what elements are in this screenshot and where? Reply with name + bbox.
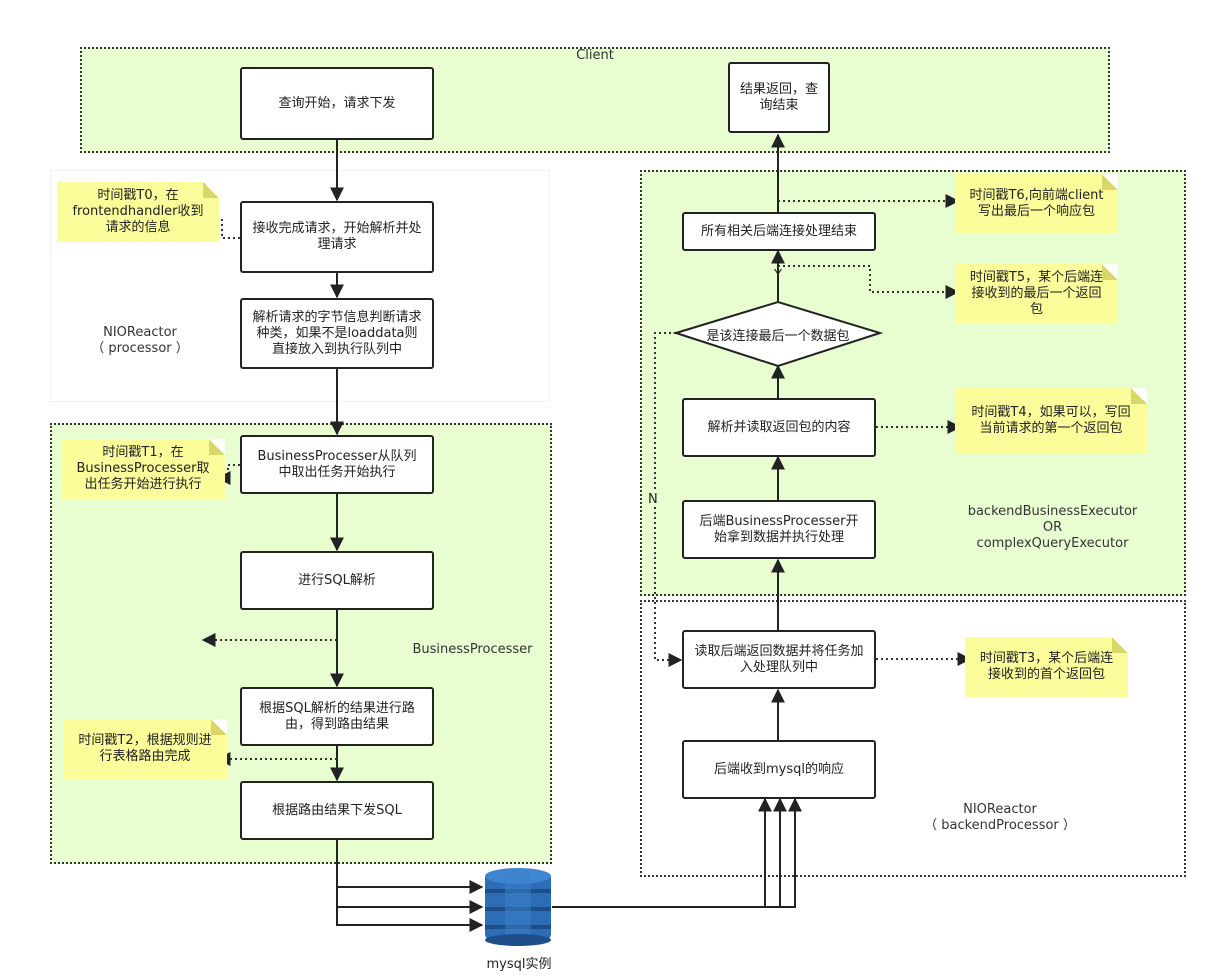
- nioreactor-processor-label: NIOReactor （ processor ）: [91, 325, 189, 356]
- note-t6: 时间戳T6,向前端client写出最后一个响应包: [955, 174, 1118, 234]
- nioreactor-processor-region: [50, 170, 550, 402]
- take-task-box: BusinessProcesser从队列中取出任务开始执行: [240, 435, 434, 494]
- mysql-db-label: mysql实例: [486, 957, 552, 972]
- sql-parse-box: 进行SQL解析: [240, 551, 434, 610]
- note-t5: 时间戳T5，某个后端连接收到的最后一个返回包: [955, 264, 1118, 323]
- backend-executor-label: backendBusinessExecutor OR complexQueryE…: [967, 504, 1138, 551]
- send-sql-box: 根据路由结果下发SQL: [240, 781, 434, 840]
- dotted-t5: [778, 265, 960, 299]
- all-backend-done-box: 所有相关后端连接处理结束: [682, 212, 876, 251]
- note-t2: 时间戳T2，根据规则进行表格路由完成: [63, 719, 227, 779]
- backend-receive-box: 后端收到mysql的响应: [682, 740, 876, 799]
- note-t2-text: 时间戳T2，根据规则进行表格路由完成: [78, 733, 212, 764]
- note-t1-text: 时间戳T1，在BusinessProcesser取出任务开始进行执行: [76, 445, 210, 492]
- note-t5-text: 时间戳T5，某个后端连接收到的最后一个返回包: [969, 269, 1104, 317]
- decision-diamond: [672, 300, 884, 368]
- receive-request-box: 接收完成请求，开始解析并处理请求: [240, 201, 434, 273]
- is-last-packet-label: 是该连接最后一个数据包: [706, 329, 850, 344]
- note-t4: 时间戳T4，如果可以，写回当前请求的第一个返回包: [955, 388, 1147, 454]
- note-t6-text: 时间戳T6,向前端client写出最后一个响应包: [969, 188, 1104, 219]
- edge-label-yes: Y: [774, 268, 782, 283]
- dotted-no-loop: [654, 332, 683, 667]
- nioreactor-backend-region: [640, 600, 1186, 877]
- client-region-label: Client: [576, 48, 614, 63]
- result-return-box: 结果返回，查询结束: [728, 62, 830, 133]
- parse-request-box: 解析请求的字节信息判断请求种类，如果不是loaddata则直接放入到执行队列中: [240, 298, 434, 369]
- nioreactor-backend-label: NIOReactor （ backendProcessor ）: [924, 802, 1076, 833]
- note-t3: 时间戳T3，某个后端连接收到的首个返回包: [965, 637, 1128, 697]
- edge-db-backend-3: [552, 797, 802, 908]
- edge-label-no: N: [648, 492, 658, 507]
- note-t0: 时间戳T0，在frontendhandler收到请求的信息: [57, 182, 219, 242]
- route-box: 根据SQL解析的结果进行路由，得到路由结果: [240, 687, 434, 746]
- mysql-db-icon: [485, 868, 551, 946]
- edge-send-db-3: [336, 840, 484, 932]
- parse-response-box: 解析并读取返回包的内容: [682, 398, 876, 457]
- note-t0-text: 时间戳T0，在frontendhandler收到请求的信息: [72, 188, 204, 235]
- note-t4-text: 时间戳T4，如果可以，写回当前请求的第一个返回包: [971, 405, 1131, 436]
- business-processer-label: BusinessProcesser: [412, 642, 533, 657]
- read-backend-box: 读取后端返回数据并将任务加入处理队列中: [682, 630, 876, 689]
- backend-start-box: 后端BusinessProcesser开始拿到数据并执行处理: [682, 500, 876, 559]
- note-t1: 时间戳T1，在BusinessProcesser取出任务开始进行执行: [61, 439, 225, 499]
- query-start-box: 查询开始，请求下发: [240, 67, 434, 140]
- note-t3-text: 时间戳T3，某个后端连接收到的首个返回包: [979, 651, 1114, 682]
